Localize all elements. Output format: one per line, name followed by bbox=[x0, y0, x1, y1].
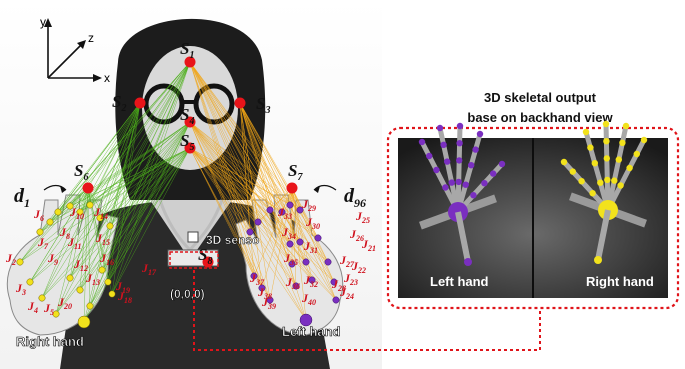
right-hand-joint bbox=[27, 279, 33, 285]
right-hand-joint bbox=[47, 219, 53, 225]
panel-joint bbox=[583, 129, 589, 135]
right-hand-joint bbox=[78, 316, 90, 328]
left-hand-joint bbox=[333, 297, 339, 303]
left-hand-joint bbox=[255, 219, 261, 225]
sensor-marker-s6 bbox=[83, 183, 94, 194]
panel-joint bbox=[490, 170, 496, 176]
left-hand-joint bbox=[287, 241, 293, 247]
panel-joint bbox=[587, 144, 593, 150]
panel-joint bbox=[481, 180, 487, 186]
sensor-marker-s3 bbox=[235, 98, 246, 109]
panel-joint bbox=[426, 153, 432, 159]
panel-joint bbox=[456, 157, 462, 163]
panel-joint bbox=[578, 178, 584, 184]
left-hand-joint bbox=[287, 202, 293, 208]
skeletal-output-panel: 3D skeletal output base on backhand view… bbox=[388, 90, 678, 308]
panel-joint bbox=[603, 138, 609, 144]
panel-joint bbox=[611, 177, 617, 183]
axis-label-y: y bbox=[40, 15, 46, 29]
panel-left-hand-label: Left hand bbox=[430, 274, 489, 289]
panel-joint bbox=[437, 125, 443, 131]
panel-joint bbox=[472, 146, 478, 152]
panel-joint bbox=[619, 140, 625, 146]
panel-joint bbox=[456, 179, 462, 185]
panel-joint bbox=[468, 162, 474, 168]
right-hand-joint bbox=[107, 223, 113, 229]
panel-joint bbox=[464, 258, 472, 266]
panel-joint bbox=[641, 137, 647, 143]
panel-joint bbox=[440, 142, 446, 148]
left-hand-joint bbox=[315, 235, 321, 241]
panel-joint bbox=[604, 155, 610, 161]
panel-joint bbox=[589, 190, 595, 196]
right-hand-label: Right hand bbox=[16, 334, 84, 349]
panel-joint bbox=[597, 180, 603, 186]
right-hand-joint bbox=[99, 267, 105, 273]
panel-joint bbox=[617, 182, 623, 188]
panel-joint bbox=[477, 131, 483, 137]
panel-joint bbox=[634, 151, 640, 157]
sensor-marker-s7 bbox=[287, 183, 298, 194]
panel-joint bbox=[603, 121, 609, 127]
panel-joint bbox=[444, 158, 450, 164]
panel-joint bbox=[463, 182, 469, 188]
panel-joint bbox=[561, 159, 567, 165]
panel-joint bbox=[433, 167, 439, 173]
right-hand-joint bbox=[67, 275, 73, 281]
left-hand-joint bbox=[325, 259, 331, 265]
right-hand-joint bbox=[105, 279, 111, 285]
origin-label: (0,0,0) bbox=[170, 287, 205, 301]
panel-joint bbox=[592, 160, 598, 166]
left-hand-label: Left hand bbox=[282, 324, 341, 339]
panel-joint bbox=[604, 177, 610, 183]
sensor-label: 3D senso bbox=[206, 233, 259, 247]
panel-joint bbox=[570, 168, 576, 174]
panel-joint bbox=[457, 123, 463, 129]
panel-joint bbox=[456, 140, 462, 146]
right-hand-joint bbox=[17, 259, 23, 265]
panel-joint bbox=[419, 139, 425, 145]
panel-title-line2: base on backhand view bbox=[467, 110, 613, 125]
left-hand-joint bbox=[303, 259, 309, 265]
panel-joint bbox=[616, 156, 622, 162]
left-hand-joint bbox=[267, 207, 273, 213]
axis-label-z: z bbox=[88, 31, 94, 45]
panel-title-line1: 3D skeletal output bbox=[484, 90, 597, 105]
left-hand-joint bbox=[297, 239, 303, 245]
right-hand-joint bbox=[77, 287, 83, 293]
panel-joint bbox=[594, 256, 602, 264]
panel-right-hand-label: Right hand bbox=[586, 274, 654, 289]
panel-joint bbox=[470, 192, 476, 198]
panel-joint bbox=[623, 123, 629, 129]
right-hand-joint bbox=[87, 303, 93, 309]
right-hand-joint bbox=[109, 291, 115, 297]
panel-joint bbox=[626, 165, 632, 171]
panel-joint bbox=[449, 179, 455, 185]
sensor-marker-s2 bbox=[135, 98, 146, 109]
axis-label-x: x bbox=[104, 71, 110, 85]
panel-joint bbox=[499, 161, 505, 167]
right-hand-joint bbox=[87, 202, 93, 208]
panel-joint bbox=[442, 184, 448, 190]
right-hand-joint bbox=[55, 209, 61, 215]
